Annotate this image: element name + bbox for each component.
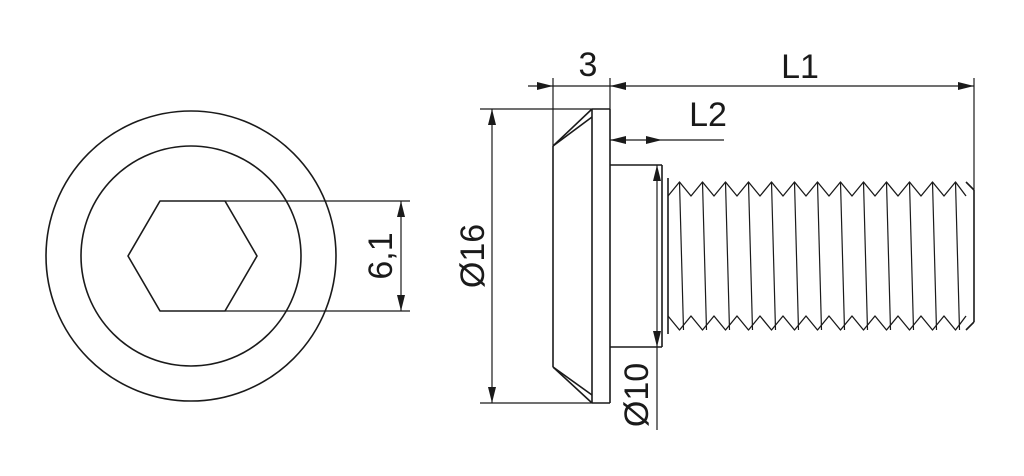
head-outer-circle [45,110,337,402]
total-length-label: L1 [781,48,819,86]
hex-socket-label: 6,1 [362,232,400,279]
head-chamfer-top [552,108,593,147]
thread-line [816,181,823,331]
threaded-shank [667,178,975,334]
screw-head [552,108,611,404]
arrow-down [397,295,405,311]
thread-line [885,181,892,331]
shank-diameter-label: Ø10 [618,363,656,427]
thread-line [770,181,777,331]
thread-line [701,181,708,331]
thread-line [678,181,685,331]
thread-line [747,181,754,331]
thread-line [908,181,915,331]
thread-line [931,181,938,331]
thread-line [724,181,731,331]
screw-neck [610,164,663,348]
dim-neck-length: L2 [610,96,727,144]
head-height-label: 3 [579,46,598,84]
hex-socket [127,200,258,312]
thread-line [793,181,800,331]
thread-line [954,181,961,331]
head-diameter-label: Ø16 [454,224,492,288]
side-view: Ø16 Ø10 3 L1 L2 [454,46,975,430]
thread-crest-bottom [667,315,967,331]
head-chamfer-bottom [552,366,593,404]
dim-head-diameter: Ø16 [454,108,592,404]
dim-lengths: 3 L1 [528,46,975,190]
dim-shank-diameter: Ø10 [618,165,661,430]
thread-line [862,181,869,331]
end-view: 6,1 [45,110,410,402]
neck-length-label: L2 [689,96,727,134]
head-inner-circle [80,145,302,367]
thread-line [839,181,846,331]
thread-lines [678,181,961,331]
arrow-up [397,201,405,217]
